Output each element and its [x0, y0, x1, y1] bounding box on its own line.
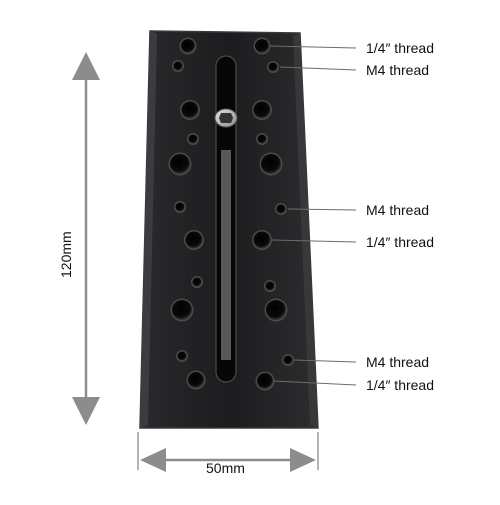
- quarter-inch-thread-hole: [172, 300, 192, 320]
- m4-thread-hole: [177, 351, 187, 361]
- callout-label-middle-m4: M4 thread: [366, 202, 430, 218]
- callout-leader-line: [269, 45, 357, 49]
- width-label: 50mm: [206, 460, 245, 476]
- quarter-inch-thread-hole: [170, 154, 190, 174]
- width-dimension-arrow: [137, 432, 319, 472]
- m4-thread-hole: [192, 277, 202, 287]
- quarter-inch-thread-hole: [181, 39, 195, 53]
- callout-label-bottom-m4: M4 thread: [366, 354, 430, 370]
- slot-screw: [214, 108, 238, 128]
- m4-thread-hole: [188, 134, 198, 144]
- quarter-inch-thread-hole: [255, 39, 269, 53]
- callout-label-bottom-quarter-inch: 1/4″ thread: [366, 377, 435, 393]
- quarter-inch-thread-hole: [185, 231, 203, 249]
- m4-thread-hole: [283, 355, 293, 365]
- slot-bottom: [221, 150, 231, 360]
- callout-leader-line: [279, 66, 357, 71]
- quarter-inch-thread-hole: [253, 231, 271, 249]
- callout-leaders: [269, 45, 357, 386]
- quarter-inch-thread-hole: [188, 372, 204, 388]
- callout-label-middle-quarter-inch: 1/4″ thread: [366, 234, 435, 250]
- m4-thread-hole: [175, 202, 185, 212]
- plate-left-bevel: [140, 31, 157, 428]
- callout-leader-line: [287, 208, 357, 211]
- thread-holes: [168, 37, 294, 391]
- plate-right-bevel: [293, 33, 318, 428]
- height-dimension-arrow: [72, 52, 100, 425]
- callout-leader-line: [273, 380, 357, 386]
- callout-leader-line: [271, 239, 357, 243]
- quarter-inch-thread-hole: [257, 373, 273, 389]
- quarter-inch-thread-hole: [266, 300, 286, 320]
- callout-label-top-quarter-inch: 1/4″ thread: [366, 40, 435, 56]
- quarter-inch-thread-hole: [181, 101, 199, 119]
- height-label: 120mm: [58, 231, 74, 278]
- m4-thread-hole: [257, 134, 267, 144]
- callout-leader-line: [293, 359, 357, 363]
- m4-thread-hole: [265, 281, 275, 291]
- m4-thread-hole: [268, 62, 278, 72]
- m4-thread-hole: [173, 61, 183, 71]
- m4-thread-hole: [276, 204, 286, 214]
- callout-label-top-m4: M4 thread: [366, 62, 430, 78]
- quarter-inch-thread-hole: [253, 101, 271, 119]
- quarter-inch-thread-hole: [261, 154, 281, 174]
